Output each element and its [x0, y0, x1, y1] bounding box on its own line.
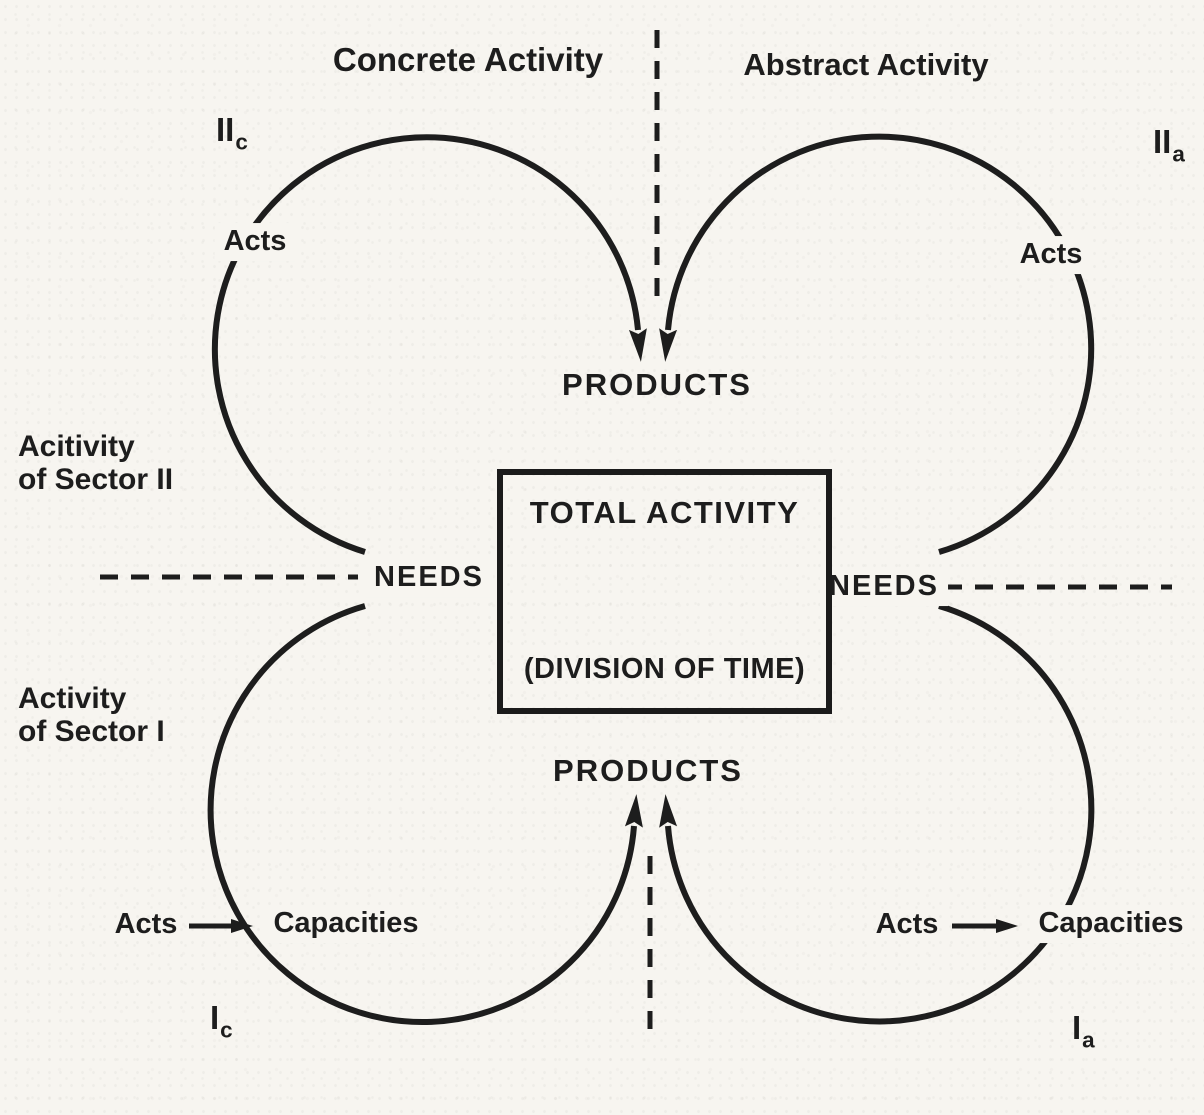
acts-label-bottom-right: Acts: [875, 908, 939, 941]
sector-2-label-line1: Acitivity: [18, 430, 135, 463]
marker-Ia-subscript: a: [1082, 1027, 1095, 1053]
capacities-label-right: Capacities: [1029, 905, 1193, 943]
acts-label-bottom-left: Acts: [114, 908, 178, 941]
marker-IIa-subscript: a: [1172, 141, 1185, 167]
marker-Ia-base: I: [1072, 1009, 1082, 1046]
acts-label-top-left: Acts: [214, 223, 296, 261]
marker-Ic-subscript: c: [220, 1017, 233, 1043]
sector-1-label: Activity of Sector I: [18, 682, 165, 748]
sector-1-label-line1: Activity: [18, 682, 127, 715]
total-activity-title: TOTAL ACTIVITY: [529, 495, 800, 530]
needs-label-left: NEEDS: [365, 559, 493, 597]
division-of-time-subtitle: (DIVISION OF TIME): [523, 653, 806, 685]
marker-IIc-subscript: c: [235, 129, 248, 155]
loop-sector1-abstract-arc: [659, 603, 1095, 1025]
products-label-bottom: PRODUCTS: [553, 752, 743, 788]
marker-Ic-base: I: [210, 999, 220, 1036]
marker-Ia: Ia: [1072, 1009, 1095, 1052]
loop-sector2-concrete-arc: [211, 134, 647, 555]
loop-sector1-concrete-arc: [207, 603, 643, 1025]
capacities-label-left: Capacities: [264, 905, 428, 943]
abstract-activity-heading: Abstract Activity: [743, 46, 989, 82]
marker-IIc-base: II: [216, 111, 235, 148]
marker-IIa-base: II: [1153, 123, 1172, 160]
sector-2-label: Acitivity of Sector II: [18, 430, 173, 496]
marker-Ic: Ic: [210, 999, 233, 1042]
sector-2-label-line2: of Sector II: [18, 463, 174, 496]
acts-label-top-right: Acts: [1010, 236, 1092, 274]
products-label-top: PRODUCTS: [562, 366, 752, 402]
marker-IIc: IIc: [216, 111, 248, 154]
sector-1-label-line2: of Sector I: [18, 715, 165, 748]
needs-label-right: NEEDS: [820, 568, 948, 606]
loop-sector2-abstract-arc: [659, 133, 1095, 555]
marker-IIa: IIa: [1153, 123, 1185, 166]
concrete-activity-heading: Concrete Activity: [332, 40, 604, 78]
total-activity-box: TOTAL ACTIVITY (DIVISION OF TIME): [497, 469, 832, 714]
